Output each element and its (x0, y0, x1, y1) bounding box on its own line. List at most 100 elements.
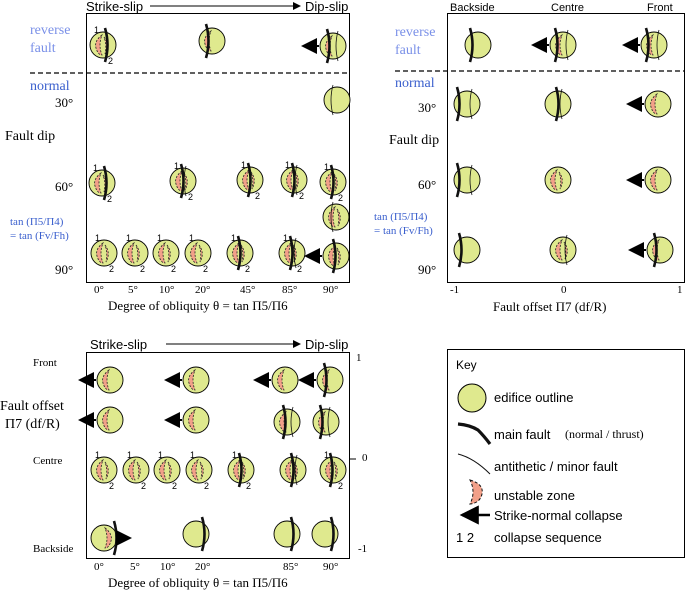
row-label-front: Front (33, 357, 57, 369)
unstable-zone (188, 368, 196, 391)
edifice-outline (453, 166, 481, 194)
sequence-number: 2 (141, 481, 146, 491)
unstable-zone (558, 171, 563, 190)
sequence-number: 1 (94, 25, 99, 35)
main-fault (289, 516, 295, 552)
right-tick-0: 0 (362, 452, 368, 464)
edifice-outline (646, 236, 674, 264)
main-fault (200, 516, 206, 552)
dip-slip-label-c: Dip-slip (305, 337, 349, 352)
edifice-outline (182, 520, 210, 548)
c-x-tick-10: 10° (160, 561, 176, 573)
edifice-outline (182, 406, 210, 434)
col-label-backside: Backside (450, 2, 495, 14)
sequence-number: 1 (285, 160, 290, 170)
c-x-tick-20: 20° (195, 561, 211, 573)
sequence-number: 2 (338, 481, 343, 491)
reverse-fault-label-b-line1: reverse (395, 25, 436, 40)
normal-label: normal (30, 79, 70, 94)
unstable-zone (242, 168, 250, 191)
right-tick-1: 1 (356, 352, 362, 364)
ratio-label-b-line1: tan (Π5/Π4) (374, 211, 428, 223)
x-tick-45: 45° (240, 284, 256, 296)
minor-fault (564, 234, 568, 266)
offset-tick-1: 1 (677, 284, 683, 296)
dip-tick-30-b: 30° (418, 100, 437, 115)
sequence-number: 1 (283, 233, 288, 243)
sequence-number: 1 (157, 233, 162, 243)
main-fault (455, 86, 461, 122)
unstable-zone (563, 241, 568, 260)
main-fault (644, 27, 650, 63)
sequence-number: 2 (108, 56, 113, 66)
minor-fault (565, 29, 569, 61)
edifice-outline (185, 456, 213, 484)
main-fault (290, 162, 296, 198)
main-fault (328, 452, 334, 488)
edifice-outline (273, 520, 301, 548)
key-sequence-symbol: 1 2 (456, 530, 475, 545)
main-fault (455, 162, 461, 198)
unstable-zone (650, 168, 658, 191)
unstable-zone (94, 171, 102, 194)
fault-offset-title-line1: Fault offset (0, 399, 64, 414)
unstable-zone (285, 458, 293, 481)
col-label-centre: Centre (551, 2, 585, 14)
sequence-number: 1 (324, 162, 329, 172)
main-fault (322, 362, 328, 398)
unstable-zone (250, 171, 255, 190)
unstable-zone (104, 526, 112, 549)
unstable-zone (104, 244, 109, 263)
main-fault-icon (457, 422, 492, 445)
edifice-outline (644, 166, 672, 194)
offset-tick-0: 0 (561, 284, 567, 296)
fault-dip-title-b: Fault dip (389, 133, 440, 148)
x-tick-20: 20° (195, 284, 211, 296)
edifice-outline (96, 366, 124, 394)
edifice-outline (121, 239, 149, 267)
unstable-zone (555, 238, 563, 261)
main-fault (318, 404, 324, 440)
reverse-fault-label-line2: fault (30, 41, 56, 56)
fault-dip-title: Fault dip (5, 129, 56, 144)
key-label-unstable: unstable zone (494, 488, 575, 503)
key-label-sequence: collapse sequence (494, 530, 602, 545)
sequence-number: 1 (324, 450, 329, 460)
main-fault (204, 23, 210, 59)
main-fault (281, 404, 287, 440)
key-label-collapse: Strike-normal collapse (494, 508, 623, 523)
dip-tick-90-b: 90° (418, 262, 437, 277)
c-x-tick-85: 85° (283, 561, 299, 573)
sequence-number: 1 (95, 450, 100, 460)
dip-tick-60: 60° (55, 179, 74, 194)
edifice-outline (640, 31, 668, 59)
unstable-zone (333, 173, 338, 192)
sequence-number: 2 (338, 193, 343, 203)
main-fault (468, 27, 474, 63)
sequence-number: 2 (297, 264, 302, 274)
c-x-tick-0: 0° (94, 561, 104, 573)
main-fault (329, 516, 335, 552)
unstable-zone (188, 408, 196, 431)
unstable-zone (102, 368, 110, 391)
unstable-zone (136, 461, 141, 480)
right-tick-minus1: -1 (358, 543, 368, 555)
reverse-fault-label-b-line2: fault (395, 43, 421, 58)
sequence-number: 2 (204, 481, 209, 491)
edifice-outline (90, 524, 118, 552)
offset-axis-title: Fault offset Π7 (df/R) (493, 299, 607, 314)
strike-slip-label-c: Strike-slip (90, 337, 148, 352)
unstable-zone (325, 170, 333, 193)
unstable-zone (240, 244, 245, 263)
unstable-zone (191, 458, 199, 481)
unstable-zone (96, 458, 104, 481)
dip-slip-label: Dip-slip (305, 0, 349, 14)
offset-tick-minus1: -1 (450, 284, 460, 296)
c-x-tick-90: 90° (323, 561, 339, 573)
edifice-outline (273, 408, 301, 436)
sequence-number: 2 (246, 481, 251, 491)
minor-fault-icon (457, 453, 491, 475)
panel-obliquity-offset (86, 352, 350, 559)
unstable-zone (96, 241, 104, 264)
